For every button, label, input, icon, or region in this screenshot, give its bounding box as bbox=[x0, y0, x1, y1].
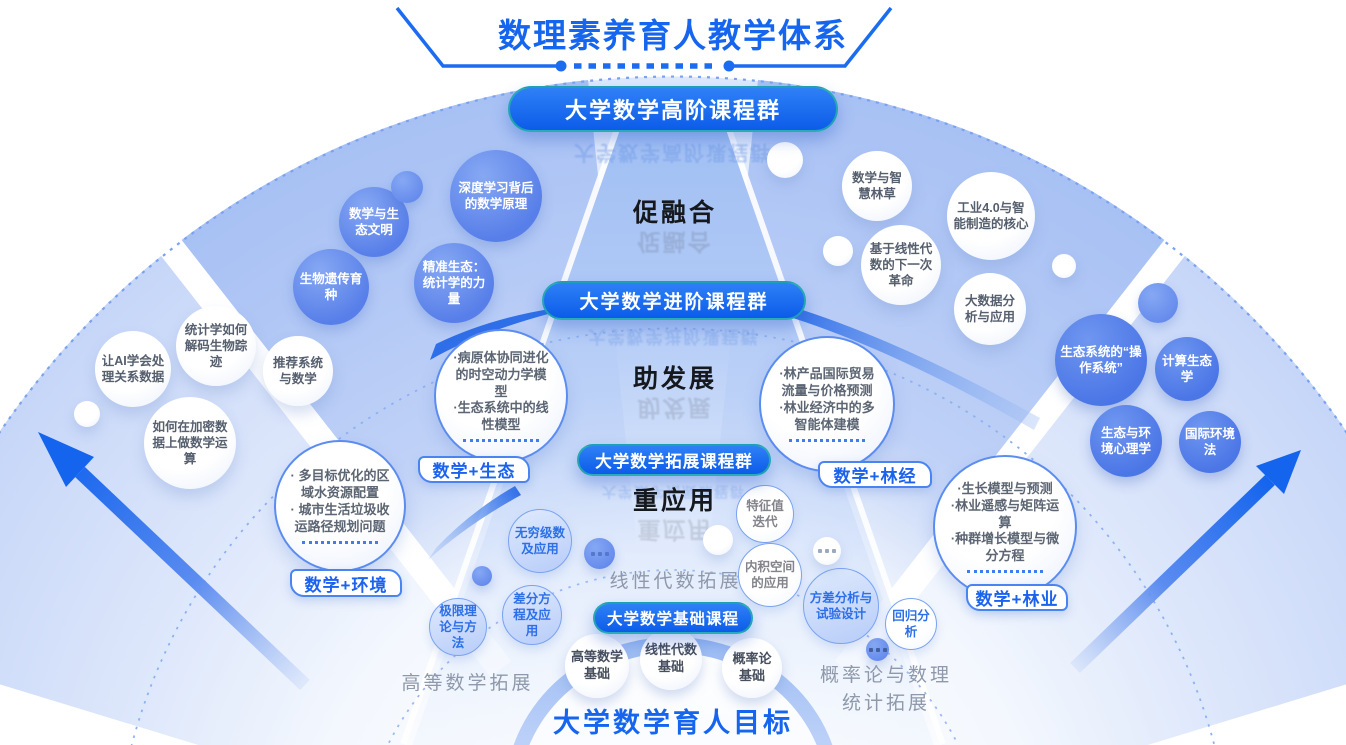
beam-label-development: 助发展 bbox=[632, 365, 717, 393]
bubble-smart-forestry-math: 数学与智慧林草 bbox=[842, 151, 912, 221]
circle-eigenvalue-iteration: 特征值迭代 bbox=[736, 485, 794, 543]
decor-ellipsis-circle bbox=[813, 537, 841, 565]
decor-circle bbox=[472, 566, 492, 586]
bubble-ecosystem-os: 生态系统的“操作系统” bbox=[1055, 314, 1147, 406]
pill-basic-course: 大学数学基础课程 bbox=[593, 602, 753, 634]
decor-circle bbox=[823, 236, 853, 266]
tag-math-eco: 数学+生态 bbox=[418, 456, 530, 483]
bubble-precision-ecology: 精准生态：统计学的力量 bbox=[414, 243, 494, 323]
oval-item: ·种群增长模型与微分方程 bbox=[950, 531, 1060, 564]
decor-circle bbox=[74, 401, 100, 427]
circle-limit-theory: 极限理论与方法 bbox=[429, 598, 487, 656]
decor-circle bbox=[703, 525, 733, 555]
circle-infinite-series: 无穷级数及应用 bbox=[508, 509, 572, 573]
pill-progressive-course-group: 大学数学进阶课程群 bbox=[542, 281, 806, 320]
beam-development-reflection: 助发展 bbox=[637, 395, 713, 421]
oval-math-forestry: ·生长模型与预测 ·林业遥感与矩阵运算 ·种群增长模型与微分方程 bbox=[933, 455, 1077, 599]
circle-probability-base: 概率论基础 bbox=[722, 638, 782, 698]
decor-ellipsis-circle bbox=[584, 538, 615, 569]
dotted-divider bbox=[302, 540, 378, 544]
label-line: 概率论与数理 bbox=[819, 665, 952, 686]
oval-math-env: · 多目标优化的区域水资源配置 · 城市生活垃圾收运路径规划问题 bbox=[274, 440, 406, 572]
label-advanced-math-expansion: 高等数学拓展 bbox=[401, 673, 534, 694]
label-linear-algebra-expansion: 线性代数拓展 bbox=[609, 571, 742, 592]
circle-inner-product-space: 内积空间的应用 bbox=[738, 543, 802, 607]
bubble-bigdata-analysis: 大数据分析与应用 bbox=[954, 273, 1026, 345]
oval-item: · 多目标优化的区域水资源配置 bbox=[290, 468, 390, 501]
bubble-recommender-math: 推荐系统与数学 bbox=[263, 336, 333, 406]
bubble-computational-ecology: 计算生态学 bbox=[1155, 337, 1219, 401]
circle-advanced-math-base: 高等数学基础 bbox=[565, 634, 629, 698]
circle-linear-algebra-base: 线性代数基础 bbox=[640, 628, 702, 690]
beam-fusion-reflection: 促融合 bbox=[637, 229, 713, 255]
tag-math-env: 数学+环境 bbox=[290, 569, 402, 597]
bubble-deep-learning-math: 深度学习背后的数学原理 bbox=[450, 150, 542, 242]
beam-label-application: 重应用 bbox=[632, 487, 717, 515]
tag-math-forest-econ: 数学+林经 bbox=[818, 461, 932, 488]
oval-item: ·林产品国际贸易流量与价格预测 bbox=[779, 366, 875, 399]
pill-progressive-reflection: 大学数学进阶课程群 bbox=[588, 327, 760, 347]
circle-difference-equations: 差分方程及应用 bbox=[502, 585, 562, 645]
circle-anova-doe: 方差分析与试验设计 bbox=[803, 568, 879, 644]
dashed-arc-middle bbox=[130, 327, 1216, 745]
bubble-genetic-breeding: 生物遗传育种 bbox=[293, 249, 369, 325]
swoosh-left-lower bbox=[428, 486, 521, 560]
bubble-ai-relational-data: 让AI学会处理关系数据 bbox=[95, 331, 171, 407]
goal-title: 大学数学育人目标 bbox=[553, 707, 793, 738]
decor-circle bbox=[767, 142, 803, 178]
oval-item: · 城市生活垃圾收运路径规划问题 bbox=[290, 502, 390, 534]
oval-item: ·生长模型与预测 bbox=[957, 480, 1053, 496]
dotted-divider bbox=[967, 570, 1043, 574]
arrow-right bbox=[1070, 450, 1301, 674]
arrow-left bbox=[38, 432, 310, 691]
bubble-encrypted-computation: 如何在加密数据上做数学运算 bbox=[144, 397, 236, 489]
bubble-eco-env-psychology: 生态与环境心理学 bbox=[1090, 405, 1162, 477]
oval-math-eco: ·病原体协同进化的时空动力学模型 ·生态系统中的线性模型 bbox=[434, 329, 568, 463]
bubble-intl-env-law: 国际环境法 bbox=[1179, 411, 1241, 473]
oval-math-forest-econ: ·林产品国际贸易流量与价格预测 ·林业经济中的多智能体建模 bbox=[759, 336, 895, 472]
tag-math-forestry: 数学+林业 bbox=[966, 584, 1068, 611]
swoosh-left-upper bbox=[430, 308, 556, 360]
decor-circle bbox=[1052, 254, 1076, 278]
decor-ellipsis-circle bbox=[866, 638, 889, 661]
pill-extended-course-group: 大学数学拓展课程群 bbox=[577, 444, 771, 476]
dashed-arc-inner bbox=[386, 569, 960, 745]
bubble-linear-algebra-revolution: 基于线性代数的下一次革命 bbox=[861, 225, 941, 305]
oval-item: ·林业遥感与矩阵运算 bbox=[950, 497, 1060, 530]
title-decoration bbox=[395, 6, 893, 72]
label-line: 统计拓展 bbox=[841, 692, 930, 714]
decor-circle bbox=[1138, 283, 1178, 323]
circle-regression: 回归分析 bbox=[885, 598, 937, 650]
bubble-industry40-core: 工业4.0与智能制造的核心 bbox=[947, 172, 1035, 260]
oval-item: ·林业经济中的多智能体建模 bbox=[779, 400, 875, 432]
dotted-divider bbox=[789, 438, 865, 442]
oval-item: ·生态系统中的线性模型 bbox=[453, 400, 549, 433]
swoosh-right-upper bbox=[790, 306, 1040, 430]
label-probability-expansion: 概率论与数理 统计拓展 bbox=[806, 662, 966, 717]
decor-circle bbox=[391, 171, 423, 203]
pill-advanced-course-group: 大学数学高阶课程群 bbox=[508, 86, 838, 132]
beam-label-fusion: 促融合 bbox=[632, 199, 717, 227]
central-beam bbox=[406, 98, 940, 745]
dashed-arc-outer bbox=[0, 75, 1346, 434]
oval-item: ·病原体协同进化的时空动力学模型 bbox=[453, 349, 549, 399]
page-title: 数理素养育人教学体系 bbox=[498, 17, 848, 54]
bubble-stats-decode-bio: 统计学如何解码生物踪迹 bbox=[176, 306, 256, 386]
dotted-divider bbox=[463, 439, 539, 443]
fan-ray-right bbox=[834, 227, 1195, 678]
